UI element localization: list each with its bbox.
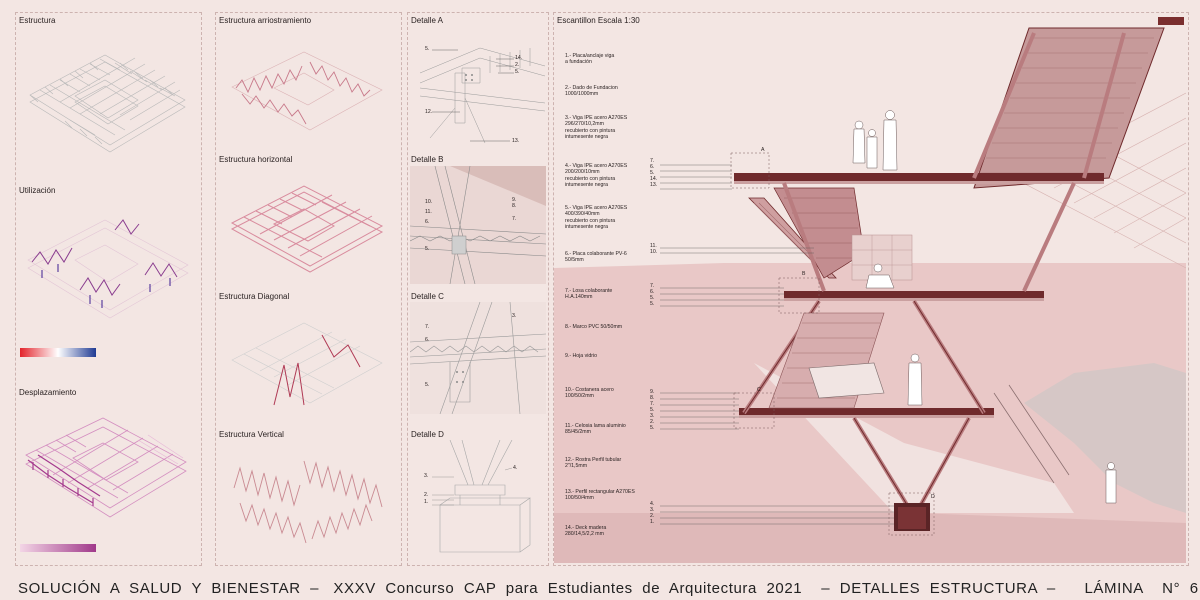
detail-c-callout: 5. bbox=[425, 382, 430, 388]
displacement-legend-bar bbox=[20, 544, 96, 552]
structure-grid-drawing bbox=[29, 54, 186, 153]
detail-a-callout: 5. bbox=[425, 46, 430, 52]
detail-c-callout: 3. bbox=[512, 313, 517, 319]
section-note: 10.- Costanera acero 100/50/2mm bbox=[565, 387, 614, 400]
detail-c-callout: 7. bbox=[425, 324, 430, 330]
section-note: 11.- Celosia lama aluminio 85/45/2mm bbox=[565, 423, 626, 436]
section-callout: 5. bbox=[650, 170, 655, 176]
detail-b-callout: 8. bbox=[512, 203, 517, 209]
vertical-structure-drawing bbox=[233, 460, 383, 544]
horizontal-structure-drawing bbox=[230, 185, 384, 273]
detail-a-callout: 13. bbox=[512, 138, 520, 144]
section-callout: 13. bbox=[650, 182, 658, 188]
section-note: 1.- Placa/anclaje viga a fundación bbox=[565, 53, 615, 66]
title-desplazamiento: Desplazamiento bbox=[19, 388, 77, 397]
section-callout: 3. bbox=[650, 413, 655, 419]
detail-d-callout: 4. bbox=[513, 465, 518, 471]
section-callout: 6. bbox=[650, 164, 655, 170]
section-note: 3.- Viga IPE acero A270ES 296/270/10,2mm… bbox=[565, 115, 628, 141]
detail-b-callout: 6. bbox=[425, 219, 430, 225]
footer-bar bbox=[0, 570, 1200, 600]
section-note: 12.- Rostra Perfil tubular 2"/1,5mm bbox=[565, 457, 622, 470]
section-note: 13.- Perfil rectangular A270ES 100/50/4m… bbox=[565, 489, 635, 502]
detail-d-callout: 2. bbox=[424, 492, 429, 498]
utilization-grid-drawing bbox=[27, 219, 189, 319]
sheet-footer-title: SOLUCIÓN A SALUD Y BIENESTAR – XXXV Conc… bbox=[18, 580, 1199, 597]
section-callout: 10. bbox=[650, 249, 658, 255]
detail-a-callout: 2. bbox=[515, 62, 520, 68]
section-callout: 5. bbox=[650, 425, 655, 431]
section-callout: 9. bbox=[650, 389, 655, 395]
detail-d-callout: 1. bbox=[424, 499, 429, 505]
detail-c-callout: 6. bbox=[425, 337, 430, 343]
section-note: 9.- Hoja vidrio bbox=[565, 353, 598, 359]
section-callout: 1. bbox=[650, 519, 655, 525]
detail-marker: A bbox=[761, 147, 765, 153]
detail-b-callout: 10. bbox=[425, 199, 433, 205]
section-note: 7.- Losa colaborante H.A.140mm bbox=[565, 288, 613, 301]
section-note: 6.- Placa colaborante PV-6 50/5mm bbox=[565, 251, 627, 264]
detail-marker: B bbox=[802, 271, 806, 277]
panel-details bbox=[407, 12, 549, 566]
detail-marker: C bbox=[757, 387, 761, 393]
detail-a-callout: 12. bbox=[425, 109, 433, 115]
section-note: 8.- Marco PVC 50/50mm bbox=[565, 324, 623, 330]
section-note: 2.- Dado de Fundacion 1000/1000mm bbox=[565, 85, 618, 98]
corner-bar bbox=[1158, 17, 1184, 25]
title-diagonal: Estructura Diagonal bbox=[219, 292, 290, 301]
detail-marker: D bbox=[931, 494, 935, 500]
section-callout: 5. bbox=[650, 301, 655, 307]
title-horizontal: Estructura horizontal bbox=[219, 155, 293, 164]
detail-a-callout: 5. bbox=[515, 69, 520, 75]
section-callout: 7. bbox=[650, 401, 655, 407]
detail-d-drawing bbox=[432, 440, 531, 553]
title-arriostramiento: Estructura arriostramiento bbox=[219, 16, 312, 25]
diagonal-structure-drawing bbox=[231, 322, 383, 406]
section-callout: 2. bbox=[650, 513, 655, 519]
detail-b-callout: 9. bbox=[512, 197, 517, 203]
section-note: 5.- Viga IPE acero A270ES 400/390/40mm r… bbox=[565, 205, 628, 231]
detail-a-callout: 14. bbox=[515, 55, 523, 61]
section-callout: 7. bbox=[650, 158, 655, 164]
section-callout: 6. bbox=[650, 289, 655, 295]
displacement-grid-drawing bbox=[25, 417, 187, 518]
section-callout: 4. bbox=[650, 501, 655, 507]
section-drawing bbox=[554, 27, 1186, 563]
detail-b-drawing bbox=[410, 166, 546, 284]
section-callout: 8. bbox=[650, 395, 655, 401]
section-callout: 2. bbox=[650, 419, 655, 425]
title-detalle-a: Detalle A bbox=[411, 16, 444, 25]
title-estructura: Estructura bbox=[19, 16, 56, 25]
detail-b-callout: 5. bbox=[425, 246, 430, 252]
section-callout: 11. bbox=[650, 243, 657, 249]
detail-a-drawing bbox=[419, 47, 546, 144]
title-utilizacion: Utilización bbox=[19, 186, 56, 195]
panel-structure-types bbox=[215, 12, 402, 566]
detail-c-drawing bbox=[410, 302, 546, 414]
detail-d-callout: 3. bbox=[424, 473, 429, 479]
title-detalle-c: Detalle C bbox=[411, 292, 444, 301]
detail-b-callout: 7. bbox=[512, 216, 517, 222]
section-callout: 5. bbox=[650, 407, 655, 413]
section-callout: 5. bbox=[650, 295, 655, 301]
section-note: 4.- Viga IPE acero A270ES 200/200/10mm r… bbox=[565, 163, 628, 189]
title-vertical: Estructura Vertical bbox=[219, 430, 284, 439]
detail-b-callout: 11. bbox=[425, 209, 432, 215]
utilization-legend-bar bbox=[20, 348, 96, 357]
section-callout: 14. bbox=[650, 176, 658, 182]
section-callout: 7. bbox=[650, 283, 655, 289]
title-escantillon: Escantillon Escala 1:30 bbox=[557, 16, 640, 25]
bracing-drawing bbox=[231, 51, 383, 131]
section-callout: 3. bbox=[650, 507, 655, 513]
title-detalle-b: Detalle B bbox=[411, 155, 444, 164]
title-detalle-d: Detalle D bbox=[411, 430, 444, 439]
section-note: 14.- Deck madera 280/14,5/2,2 mm bbox=[565, 525, 607, 538]
